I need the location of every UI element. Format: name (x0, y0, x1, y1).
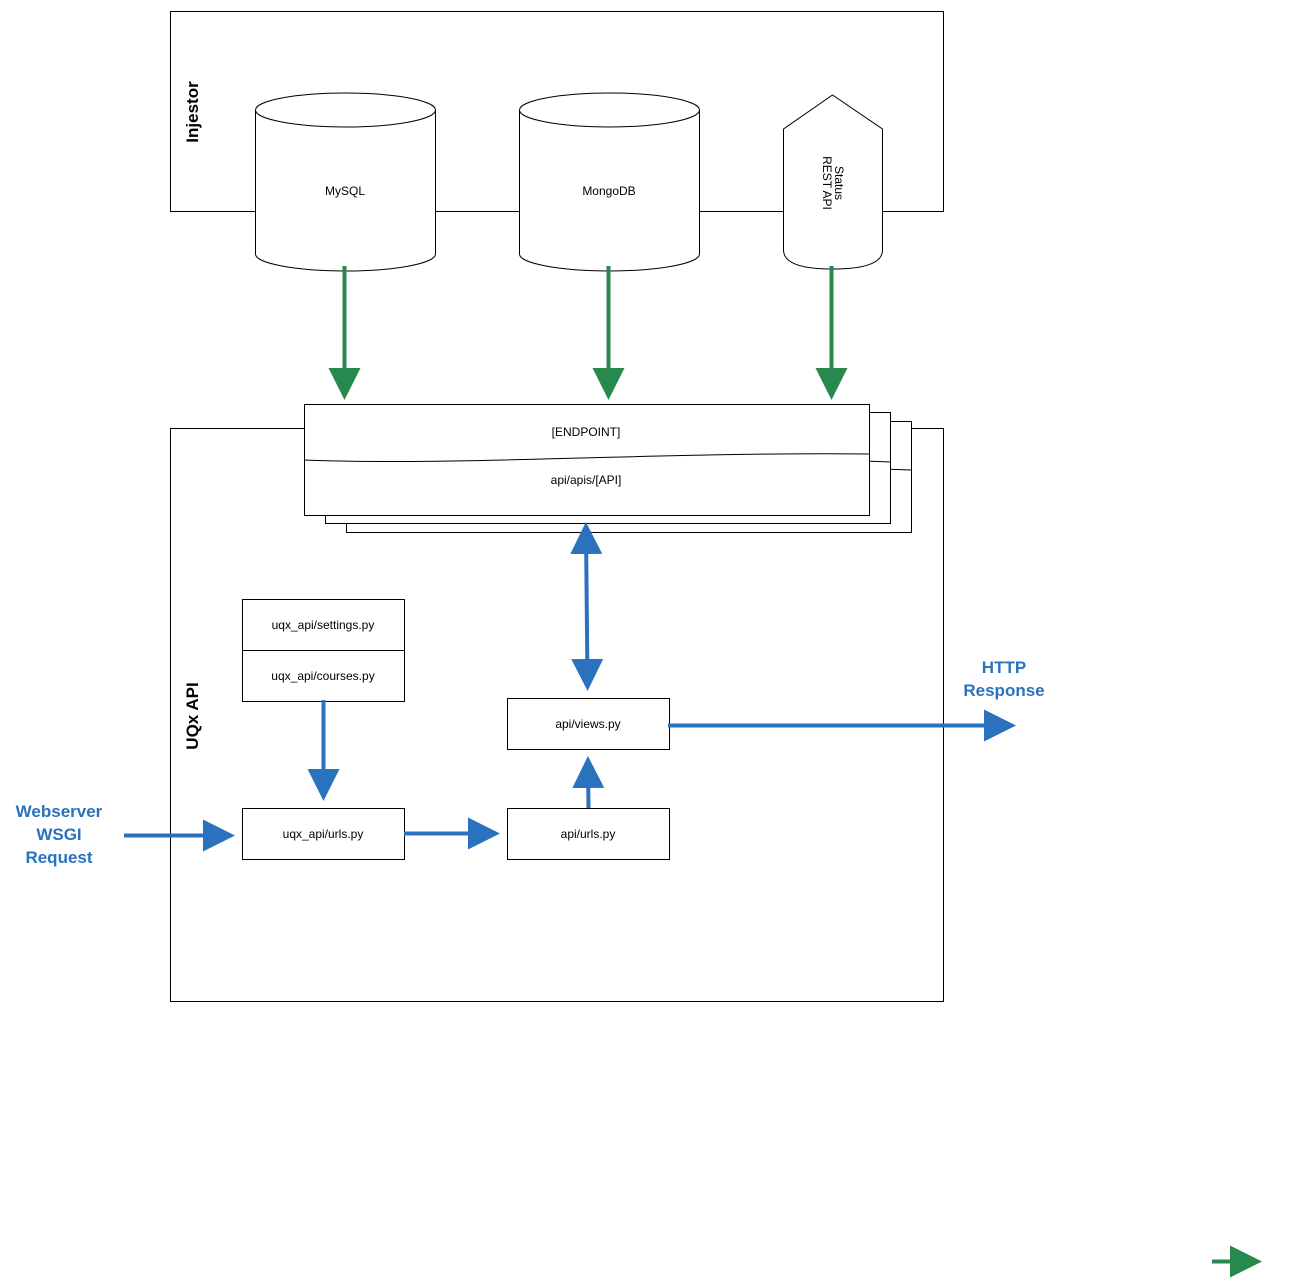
mysql-database: MySQL (255, 92, 436, 272)
api-urls-box: api/urls.py (507, 808, 670, 860)
request-label-line3: Request (25, 848, 92, 867)
mongodb-database: MongoDB (519, 92, 700, 272)
endpoint-views-bidirectional-arrow (570, 522, 604, 691)
response-label-line2: Response (963, 681, 1044, 700)
api-views-label: api/views.py (555, 717, 620, 731)
api-urls-to-views-arrow (572, 756, 605, 809)
uqx-api-label: UQx API (183, 682, 202, 749)
injestor-label: Injestor (183, 81, 202, 143)
api-views-box: api/views.py (507, 698, 670, 750)
api-urls-label: api/urls.py (561, 827, 616, 841)
webserver-request-label: Webserver WSGI Request (16, 802, 103, 867)
request-label-line2: WSGI (36, 825, 81, 844)
request-label-line1: Webserver (16, 802, 103, 821)
status-api-label-line2: REST API (820, 156, 834, 210)
settings-file-label: uqx_api/settings.py (272, 618, 375, 632)
config-files-box: uqx_api/settings.py uqx_api/courses.py (242, 599, 405, 702)
mongodb-label: MongoDB (582, 184, 635, 198)
uqx-urls-box: uqx_api/urls.py (242, 808, 405, 860)
uqx-urls-label: uqx_api/urls.py (283, 827, 364, 841)
endpoint-title: [ENDPOINT] (552, 425, 621, 439)
status-api-label-line1: Status (832, 166, 846, 200)
http-response-label: HTTP Response (963, 658, 1044, 700)
endpoint-path: api/apis/[API] (551, 473, 622, 487)
response-label-line1: HTTP (982, 658, 1026, 677)
endpoint-stack: [ENDPOINT] api/apis/[API] (304, 404, 912, 533)
courses-file-label: uqx_api/courses.py (271, 669, 374, 683)
status-rest-api: Status REST API (783, 94, 883, 270)
mysql-label: MySQL (325, 184, 365, 198)
